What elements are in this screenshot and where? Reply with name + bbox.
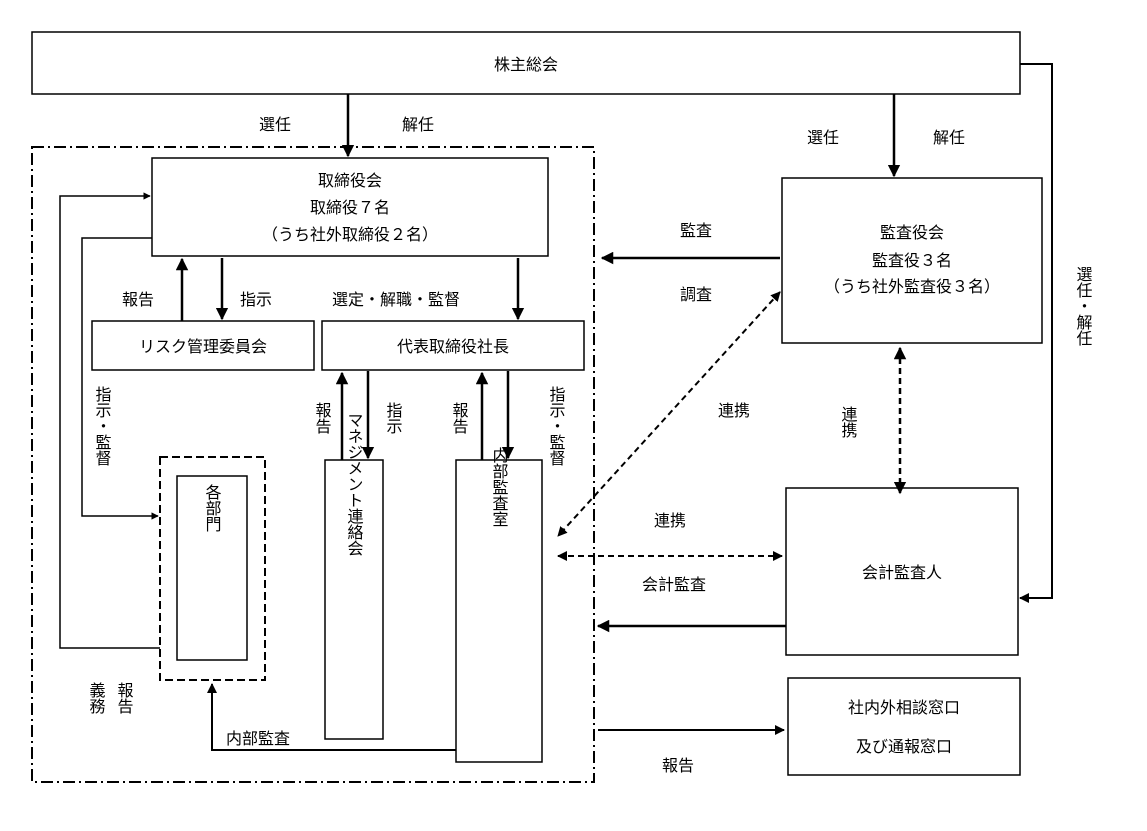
arrow-departments-report-to-board: [59, 192, 160, 649]
departments-label: 各部門: [203, 484, 222, 533]
internal-audit-office-label: 内部監査室: [490, 447, 509, 527]
label-investigate: 調査: [680, 285, 712, 304]
label-report-duty-1: 報告: [115, 682, 134, 714]
president-box[interactable]: 代表取締役社長: [321, 320, 585, 371]
audit-board-count: 監査役３名: [872, 251, 952, 270]
label-report-duty-2: 義務: [87, 682, 106, 715]
audit-board-box[interactable]: 監査役会 監査役３名 （うち社外監査役３名）: [781, 177, 1043, 344]
label-elect-dismiss-vertical: 選任・解任: [1074, 266, 1093, 346]
arrow-cooperate-auditboard-auditoffice: [557, 291, 781, 537]
label-cooperate-auditors: 連携: [839, 406, 858, 439]
risk-committee-label: リスク管理委員会: [139, 337, 267, 356]
label-report-mgmt: 報告: [313, 402, 332, 434]
label-dismiss: 解任: [402, 115, 434, 134]
risk-committee-box[interactable]: リスク管理委員会: [91, 320, 315, 371]
shareholders-meeting-label: 株主総会: [494, 55, 558, 74]
departments-outer-dashed: [159, 456, 266, 681]
arrow-internal-audit-to-departments: [207, 683, 456, 751]
accounting-auditor-label: 会計監査人: [862, 563, 942, 582]
label-instruct-supervise-left: 指示・監督: [93, 386, 112, 466]
label-report-audit: 報告: [450, 402, 469, 434]
label-instruct-risk: 指示: [240, 290, 272, 309]
board-title: 取締役会: [318, 171, 382, 190]
audit-board-title: 監査役会: [880, 223, 944, 242]
consultation-window-box[interactable]: 社内外相談窓口 及び通報窓口: [787, 677, 1021, 776]
label-report-window: 報告: [662, 756, 694, 775]
shareholders-meeting-box[interactable]: 株主総会: [31, 31, 1021, 95]
departments-box[interactable]: 各部門: [176, 475, 248, 661]
label-dismiss-2: 解任: [933, 128, 965, 147]
company-boundary: [31, 146, 595, 783]
label-instruct-supervise-audit: 指示・監督: [547, 386, 566, 466]
label-elect: 選任: [259, 115, 291, 134]
label-select-dismiss-supervise: 選定・解職・監督: [332, 290, 460, 309]
label-report-risk: 報告: [122, 290, 154, 309]
board-of-directors-box[interactable]: 取締役会 取締役７名 （うち社外取締役２名）: [151, 157, 549, 257]
label-cooperate-audit: 連携: [718, 401, 750, 420]
arrow-board-instruct-to-departments: [81, 237, 159, 520]
management-council-box[interactable]: マネジメント連絡会: [324, 412, 384, 740]
consultation-window-line2: 及び通報窓口: [856, 737, 952, 756]
label-elect-2: 選任: [807, 128, 839, 147]
board-count: 取締役７名: [310, 198, 390, 217]
label-instruct-mgmt: 指示: [384, 402, 403, 434]
arrow-shareholders-to-accounting-auditor: [1019, 63, 1053, 603]
label-accounting-audit: 会計監査: [642, 575, 706, 594]
consultation-window-line1: 社内外相談窓口: [848, 698, 960, 717]
label-cooperate-accounting: 連携: [654, 511, 686, 530]
audit-board-outside-count: （うち社外監査役３名）: [824, 277, 1000, 296]
label-internal-audit: 内部監査: [226, 729, 290, 748]
label-audit: 監査: [680, 221, 712, 240]
management-council-label: マネジメント連絡会: [345, 412, 364, 556]
accounting-auditor-box[interactable]: 会計監査人: [785, 487, 1019, 656]
board-outside-count: （うち社外取締役２名）: [262, 225, 438, 244]
president-label: 代表取締役社長: [397, 337, 509, 356]
internal-audit-office-box[interactable]: 内部監査室: [455, 447, 543, 763]
